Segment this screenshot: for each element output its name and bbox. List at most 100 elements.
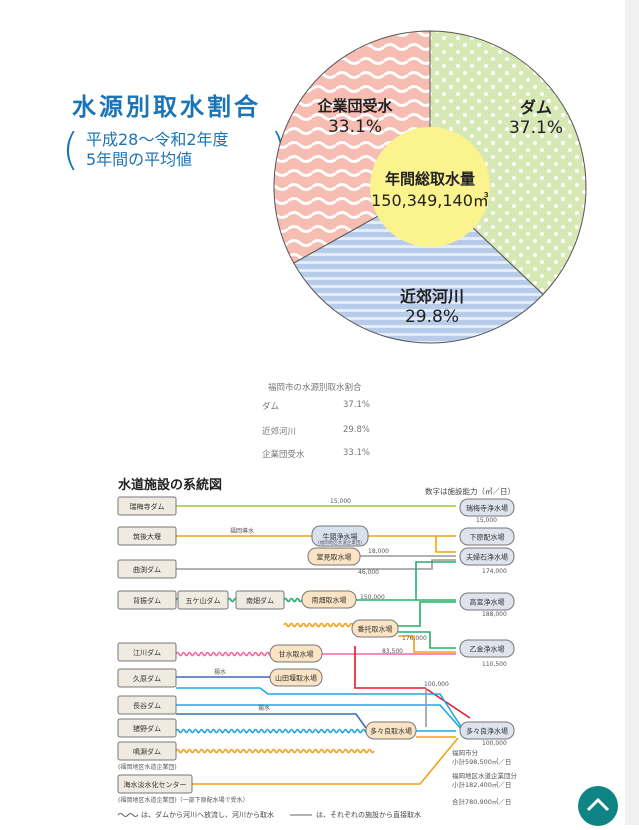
plant-capacity: 188,000 <box>482 611 507 618</box>
intake-box-label: 多々良取水場 <box>370 727 412 736</box>
table-label-agency: 企業団受水 <box>262 450 305 460</box>
source-box-label: 江川ダム <box>133 648 161 657</box>
flow-line <box>354 646 471 719</box>
flow-line <box>176 535 456 553</box>
slice-value-dam: 37.1% <box>509 118 563 138</box>
flow-label: 18,000 <box>368 548 389 555</box>
source-box <box>117 590 177 610</box>
source-box-label: 背振ダム <box>133 596 161 605</box>
source-box-label: 南畑ダム <box>246 596 274 605</box>
intake-box-label: 甘水取水場 <box>279 650 314 659</box>
plant-box-label: 高宮浄水場 <box>470 598 505 607</box>
pie-center-value: 150,349,140㎥ <box>371 191 489 210</box>
flow-label: 46,000 <box>358 569 379 576</box>
intake-box-label: 番托取水場 <box>358 625 393 634</box>
source-box-label: 海水淡水化センター <box>124 780 187 789</box>
flow-line <box>175 651 273 657</box>
plant-box-label: 夫婦石浄水場 <box>466 553 508 562</box>
total-line: 福岡市分 <box>452 748 479 757</box>
flow-line <box>175 728 369 734</box>
diagram-title: 水道施設の系統図 <box>118 477 222 493</box>
intake-box-label: 牛頸浄水場 <box>323 532 358 541</box>
flow-line <box>356 561 456 601</box>
table-caption: 福岡市の水源別取水割合 <box>268 383 362 393</box>
flow-line <box>176 687 463 729</box>
total-line: 小計182,400㎥／日 <box>452 780 511 789</box>
slice-label-agency: 企業団受水 <box>316 97 393 115</box>
plant-capacity: 15,000 <box>476 517 497 524</box>
source-note: (福岡地区水道企業団)（一部下原配水場で受水） <box>118 796 249 804</box>
total-line: 福岡地区水道企業団分 <box>452 771 518 780</box>
plant-box-label: 下原配水場 <box>470 533 505 542</box>
page-title: 水源別取水割合 <box>72 93 261 121</box>
source-box <box>235 590 285 610</box>
flow-line <box>283 597 303 603</box>
source-box <box>117 718 177 738</box>
plant-capacity: 174,000 <box>482 568 507 575</box>
flow-line <box>283 622 357 628</box>
flow-line <box>398 601 456 649</box>
scroll-to-top-button[interactable] <box>578 786 618 826</box>
plant-box <box>459 547 515 566</box>
source-box <box>117 642 177 662</box>
paren-open: ( <box>62 124 80 175</box>
flow-line <box>176 713 367 729</box>
flow-label: 揚水 <box>214 668 226 676</box>
flow-label: 揚水 <box>258 704 270 712</box>
plant-box <box>459 527 515 546</box>
plant-box-label: 乙金浄水場 <box>470 645 505 654</box>
plant-box <box>459 498 515 517</box>
intake-box <box>311 525 369 547</box>
table-label-river: 近郊河川 <box>262 427 297 437</box>
total-line: 合計780,900㎥／日 <box>452 797 511 806</box>
total-line: 小計598,500㎥／日 <box>452 757 511 766</box>
flow-label: 176,000 <box>402 635 427 642</box>
flow-line <box>176 559 456 570</box>
source-box <box>117 668 177 688</box>
scrollbar-track[interactable] <box>625 0 639 825</box>
intake-box <box>307 547 361 566</box>
intake-box <box>269 644 323 663</box>
table-label-dam: ダム <box>262 402 280 412</box>
legend-wave-icon <box>117 813 139 817</box>
source-box <box>117 774 193 794</box>
flow-label: 15,000 <box>330 498 351 505</box>
intake-box <box>351 619 399 638</box>
slice-label-dam: ダム <box>520 98 552 117</box>
intake-box-label: 南畑取水場 <box>312 596 347 605</box>
source-box-label: 猪野ダム <box>133 724 161 733</box>
flow-line <box>175 748 375 754</box>
plant-capacity: 110,500 <box>482 661 507 668</box>
plant-box-label: 多々良浄水場 <box>466 727 508 736</box>
source-box <box>117 526 177 546</box>
period-line-1: 平成28～令和2年度 <box>86 130 229 149</box>
table-value-agency: 33.1% <box>343 448 371 458</box>
source-box-label: 筑後大堰 <box>133 532 161 541</box>
flow-line <box>176 704 463 731</box>
pie-center-label: 年間総取水量 <box>385 170 475 188</box>
source-note: (福岡地区水道企業団) <box>118 763 177 771</box>
intake-box <box>269 668 323 687</box>
intake-box <box>365 721 417 740</box>
source-box-label: 瑞梅寺ダム <box>130 502 165 511</box>
plant-box <box>459 721 515 740</box>
intake-box <box>301 590 357 609</box>
pie-chart: 年間総取水量 150,349,140㎥ ダム 37.1% 近郊河川 29.8% … <box>273 30 587 344</box>
pie-center-circle <box>370 127 490 247</box>
source-box-label: 久原ダム <box>133 674 161 683</box>
source-box <box>117 741 177 761</box>
table-value-dam: 37.1% <box>343 400 371 410</box>
source-box <box>117 559 177 579</box>
intake-box-label: 山田堰取水場 <box>275 674 317 683</box>
plant-box <box>459 639 515 658</box>
flow-line <box>192 737 459 785</box>
slice-value-agency: 33.1% <box>328 117 382 137</box>
flow-label: 100,000 <box>424 681 449 688</box>
plant-box <box>459 592 515 611</box>
pie-slice-river <box>293 186 544 344</box>
chevron-up-icon <box>586 797 610 812</box>
legend-wave-text: は、ダムから河川へ放流し、河川から取水 <box>141 810 274 819</box>
source-box <box>117 496 177 516</box>
intake-sub-label: (福岡地区水道企業団) <box>318 539 362 546</box>
